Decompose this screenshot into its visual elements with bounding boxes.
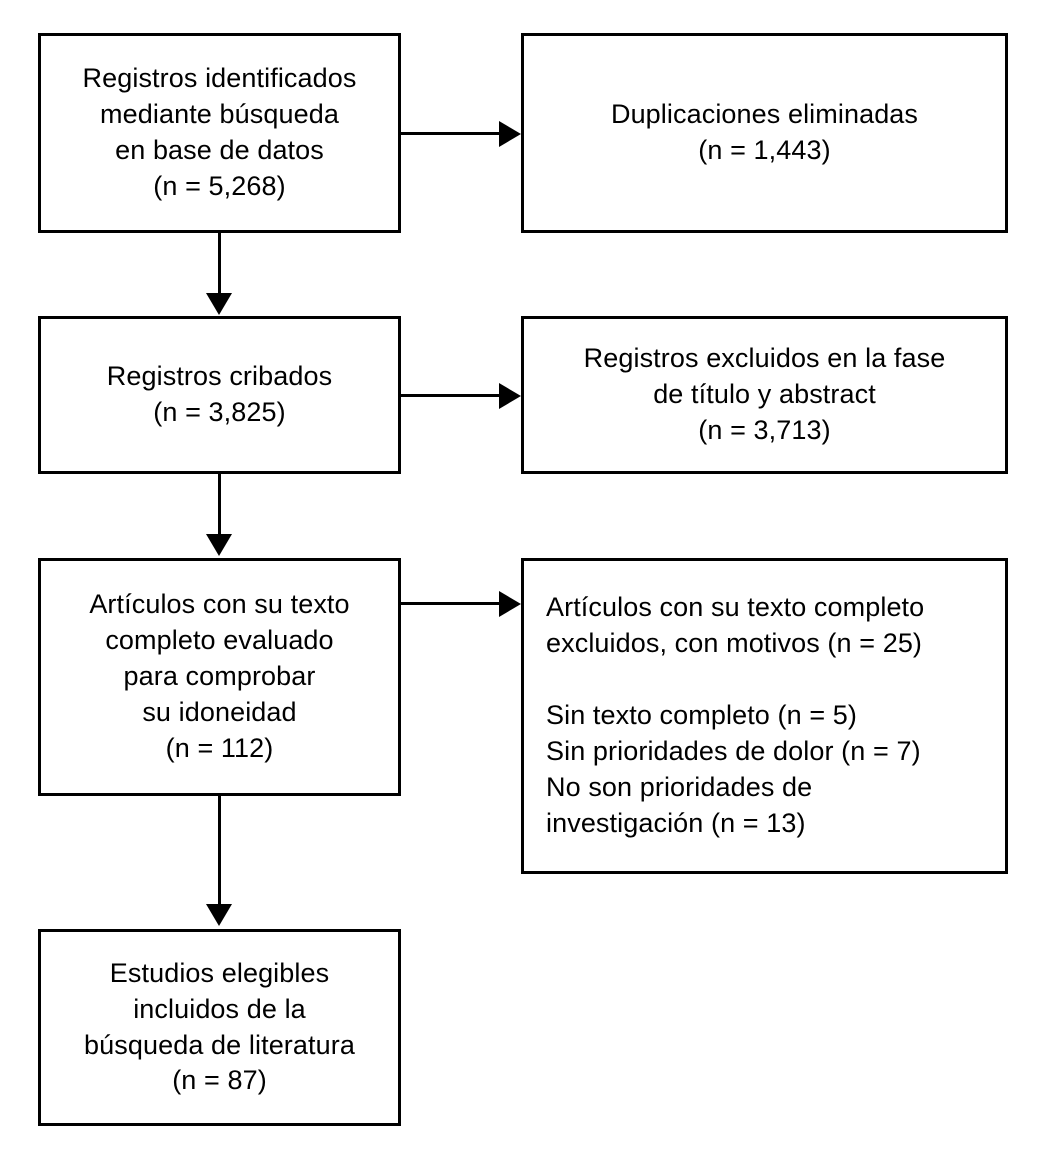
arrow-right-icon — [499, 591, 521, 617]
connector-identified-to-screened — [218, 233, 221, 295]
records-identified-box: Registros identificados mediante búsqued… — [38, 33, 401, 233]
arrow-down-icon — [206, 534, 232, 556]
fulltext-assessed-box: Artículos con su texto completo evaluado… — [38, 558, 401, 796]
records-excluded-title-abstract-box: Registros excluidos en la fase de título… — [521, 316, 1008, 474]
connector-fulltext-to-excluded-fulltext — [401, 602, 501, 605]
records-screened-text: Registros cribados (n = 3,825) — [106, 361, 333, 427]
arrow-right-icon — [499, 121, 521, 147]
arrow-down-icon — [206, 293, 232, 315]
arrow-right-icon — [499, 383, 521, 409]
studies-included-text: Estudios elegibles incluidos de la búsqu… — [84, 957, 355, 1096]
duplicates-removed-text: Duplicaciones eliminadas (n = 1,443) — [610, 99, 919, 165]
connector-screened-to-excluded-title-abstract — [401, 394, 501, 397]
connector-screened-to-fulltext — [218, 474, 221, 536]
fulltext-excluded-reasons-box: Artículos con su texto completo excluido… — [521, 558, 1008, 874]
studies-included-box: Estudios elegibles incluidos de la búsqu… — [38, 929, 401, 1126]
records-excluded-title-abstract-text: Registros excluidos en la fase de título… — [583, 343, 946, 445]
connector-fulltext-to-included — [218, 796, 221, 906]
arrow-down-icon — [206, 904, 232, 926]
records-identified-text: Registros identificados mediante búsqued… — [82, 63, 357, 201]
connector-identified-to-duplicates — [401, 132, 501, 135]
fulltext-excluded-reasons-text: Artículos con su texto completo excluido… — [546, 592, 925, 838]
fulltext-assessed-text: Artículos con su texto completo evaluado… — [89, 589, 350, 763]
records-screened-box: Registros cribados (n = 3,825) — [38, 316, 401, 474]
duplicates-removed-box: Duplicaciones eliminadas (n = 1,443) — [521, 33, 1008, 233]
